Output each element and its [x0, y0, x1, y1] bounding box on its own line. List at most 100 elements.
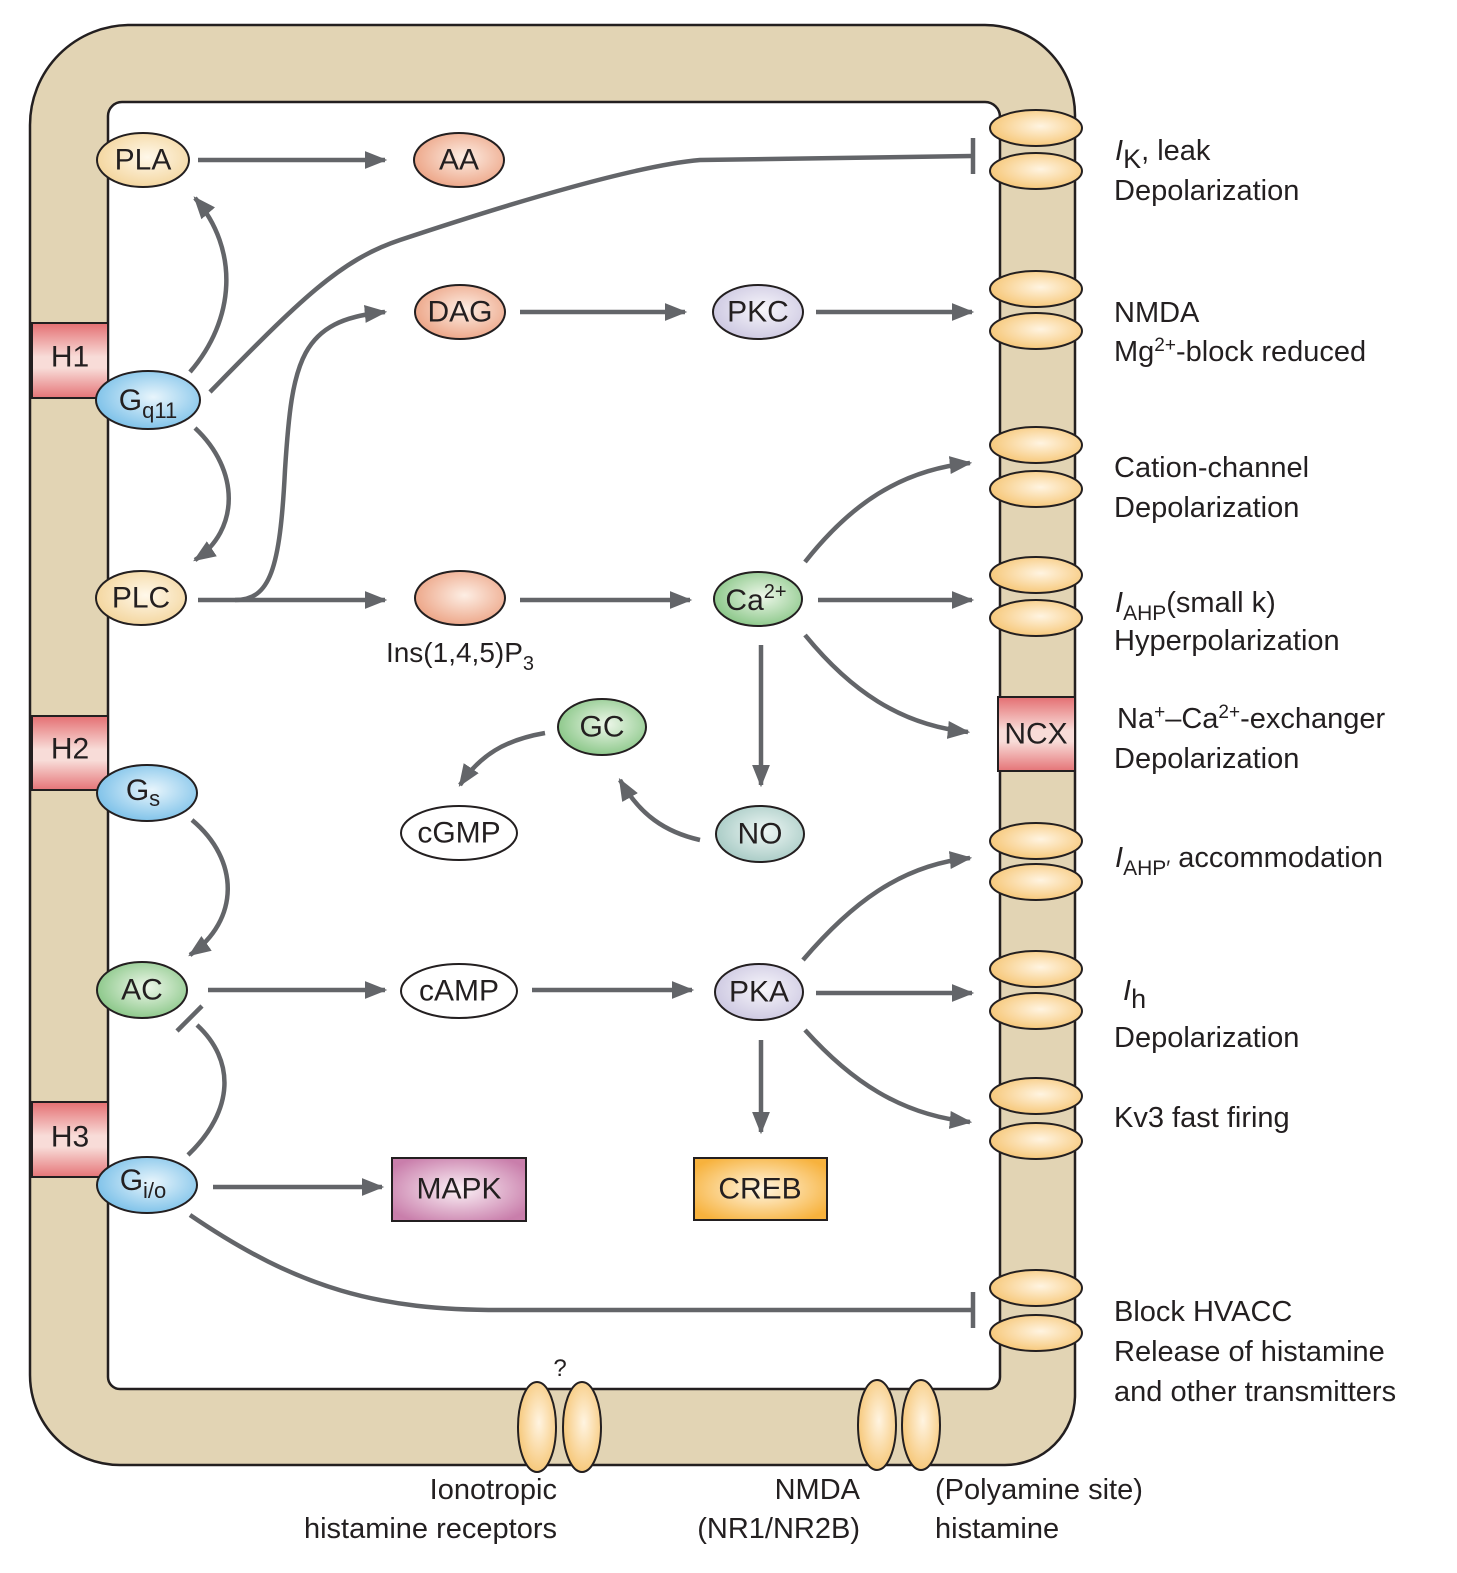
ionotropic-histamine-channel[interactable]	[517, 1381, 602, 1473]
receptor-h3-label: H3	[51, 1121, 89, 1154]
edge-gq11-inhibit-ik-leak	[208, 153, 973, 394]
ionotropic-label-line1: Ionotropic	[430, 1474, 557, 1506]
edge-no-gc	[618, 778, 701, 843]
receptor-h3[interactable]: H3	[31, 1101, 109, 1178]
svg-text:IAHP(small k): IAHP(small k)	[1115, 587, 1276, 625]
node-ca2plus[interactable]: Ca2+	[713, 571, 803, 627]
node-aa[interactable]: AA	[413, 132, 505, 188]
edge-gq11-plc	[193, 426, 231, 562]
svg-text:Block HVACC: Block HVACC	[1114, 1296, 1292, 1328]
effect-ih: Ih Depolarization	[1114, 975, 1299, 1054]
edge-pka-iahp-accommodation	[801, 851, 973, 962]
receptor-h1[interactable]: H1	[31, 322, 109, 399]
ionotropic-label-line2: histamine receptors	[304, 1513, 557, 1545]
effect-ik-leak: IK, leak Depolarization	[1114, 135, 1299, 207]
channel-subunit	[989, 1122, 1083, 1160]
channel-subunit	[989, 863, 1083, 901]
node-ac[interactable]: AC	[96, 961, 188, 1019]
node-gio[interactable]: Gi/o	[96, 1156, 198, 1214]
right-channel-group	[989, 109, 1083, 1352]
edge-ca-ncx	[803, 633, 971, 739]
edge-gio-inhibit-hvacc	[188, 1213, 972, 1313]
node-no[interactable]: NO	[715, 805, 805, 863]
edge-ca-cation-channel	[803, 456, 973, 564]
svg-text:Depolarization: Depolarization	[1114, 1022, 1299, 1054]
node-gc[interactable]: GC	[557, 698, 647, 756]
channel-subunit	[989, 470, 1083, 508]
polyamine-label-line2: histamine	[935, 1513, 1059, 1545]
pla-label: PLA	[115, 144, 172, 177]
cgmp-label: cGMP	[417, 817, 500, 850]
node-gs[interactable]: Gs	[96, 764, 198, 822]
pkc-label: PKC	[727, 296, 789, 329]
svg-text:and other transmitters: and other transmitters	[1114, 1376, 1396, 1408]
effect-nmda-mg-block: NMDA Mg2+-block reduced	[1114, 297, 1366, 368]
mapk-label: MAPK	[416, 1173, 501, 1206]
hvacc-channel[interactable]	[989, 1269, 1083, 1352]
channel-subunit	[989, 1269, 1083, 1307]
ik-leak-channel[interactable]	[989, 109, 1083, 190]
channel-subunit	[989, 109, 1083, 147]
exchanger-ncx[interactable]: NCX	[997, 696, 1076, 772]
iahp-small-k-channel[interactable]	[989, 556, 1083, 637]
svg-text:Release of histamine: Release of histamine	[1114, 1336, 1385, 1368]
ac-label: AC	[121, 974, 163, 1007]
svg-text:Hyperpolarization: Hyperpolarization	[1114, 625, 1340, 657]
channel-subunit	[989, 152, 1083, 190]
ih-channel[interactable]	[989, 950, 1083, 1030]
node-cgmp[interactable]: cGMP	[400, 805, 518, 861]
inhibit-bar-ac	[175, 1004, 204, 1033]
node-creb[interactable]: CREB	[693, 1157, 828, 1221]
node-ip3[interactable]	[414, 570, 506, 626]
dag-label: DAG	[427, 296, 492, 329]
kv3-channel[interactable]	[989, 1077, 1083, 1160]
cation-channel[interactable]	[989, 426, 1083, 508]
effect-iahp-accommodation: IAHP′ accommodation	[1115, 842, 1383, 880]
node-pla[interactable]: PLA	[96, 132, 190, 188]
channel-subunit	[989, 426, 1083, 464]
svg-text:Kv3 fast firing: Kv3 fast firing	[1114, 1102, 1290, 1134]
svg-text:Depolarization: Depolarization	[1114, 743, 1299, 775]
receptor-h2[interactable]: H2	[31, 715, 109, 791]
iahp-accommodation-channel[interactable]	[989, 822, 1083, 901]
channel-subunit	[989, 1314, 1083, 1352]
node-camp[interactable]: cAMP	[400, 963, 518, 1019]
nmda-nr1-nr2b-channel[interactable]	[857, 1379, 941, 1471]
channel-subunit	[989, 992, 1083, 1030]
node-pkc[interactable]: PKC	[712, 284, 804, 340]
effect-na-ca-exchanger: Na+–Ca2+-exchanger Depolarization	[1114, 702, 1385, 775]
nmda-bottom-label-line2: (NR1/NR2B)	[697, 1513, 860, 1545]
ncx-label: NCX	[1004, 718, 1067, 751]
svg-text:Na+–Ca2+-exchanger: Na+–Ca2+-exchanger	[1117, 702, 1385, 735]
creb-label: CREB	[718, 1173, 801, 1206]
svg-text:Depolarization: Depolarization	[1114, 492, 1299, 524]
edge-gq11-pla	[188, 196, 229, 374]
node-mapk[interactable]: MAPK	[391, 1157, 527, 1222]
receptor-h2-label: H2	[51, 733, 89, 766]
channel-subunit	[989, 556, 1083, 594]
effect-cation-channel: Cation-channel Depolarization	[1114, 452, 1309, 524]
node-dag[interactable]: DAG	[414, 284, 506, 340]
node-pka[interactable]: PKA	[714, 963, 804, 1021]
svg-text:IAHP′ accommodation: IAHP′ accommodation	[1115, 842, 1383, 880]
channel-subunit	[989, 312, 1083, 350]
node-gq11[interactable]: Gq11	[95, 370, 201, 430]
no-label: NO	[738, 818, 783, 851]
plc-label: PLC	[112, 582, 170, 615]
nmda-channel[interactable]	[989, 270, 1083, 350]
edges	[175, 138, 976, 1328]
edge-plc-dag	[234, 304, 388, 603]
receptor-h1-label: H1	[51, 341, 89, 374]
svg-text:NMDA: NMDA	[1114, 297, 1200, 329]
svg-text:Mg2+-block reduced: Mg2+-block reduced	[1114, 335, 1366, 368]
svg-text:Depolarization: Depolarization	[1114, 175, 1299, 207]
effect-kv3: Kv3 fast firing	[1114, 1102, 1290, 1134]
node-plc[interactable]: PLC	[95, 570, 187, 626]
effect-iahp-small-k: IAHP(small k) Hyperpolarization	[1114, 587, 1340, 657]
ca2plus-label: Ca2+	[725, 581, 786, 617]
channel-subunit	[989, 822, 1083, 860]
svg-text:Ih: Ih	[1123, 975, 1146, 1014]
edge-gio-inhibit-ac	[186, 1023, 227, 1157]
gs-label: Gs	[126, 774, 160, 811]
cell-membrane	[28, 23, 1077, 1467]
